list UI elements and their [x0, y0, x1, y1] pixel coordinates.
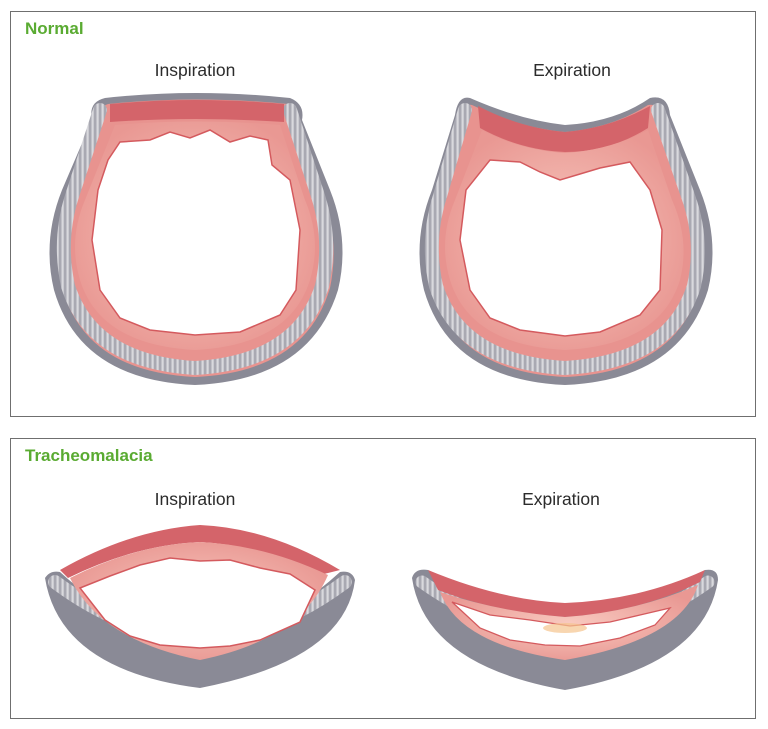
- normal-inspiration-label: Inspiration: [154, 60, 236, 80]
- tm-inspiration-trachea: [45, 525, 355, 688]
- tm-inspiration-label: Inspiration: [154, 489, 236, 509]
- panel-title: Normal: [25, 19, 84, 38]
- normal-inspiration-trachea: [49, 93, 343, 385]
- normal-expiration-label: Expiration: [533, 60, 611, 80]
- panel-title: Tracheomalacia: [25, 446, 153, 465]
- normal-expiration-trachea: [419, 97, 713, 386]
- tm-expiration-label: Expiration: [522, 489, 600, 509]
- tm-expiration-trachea: [412, 569, 718, 690]
